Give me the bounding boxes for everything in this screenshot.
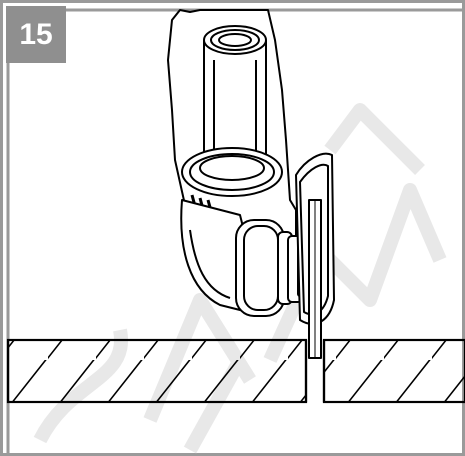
step-badge: 15: [6, 6, 66, 63]
workpiece-board: [6, 338, 465, 404]
cut-groove: [304, 340, 326, 402]
step-number: 15: [19, 18, 53, 51]
angle-grinder-illustration: [167, 9, 335, 359]
